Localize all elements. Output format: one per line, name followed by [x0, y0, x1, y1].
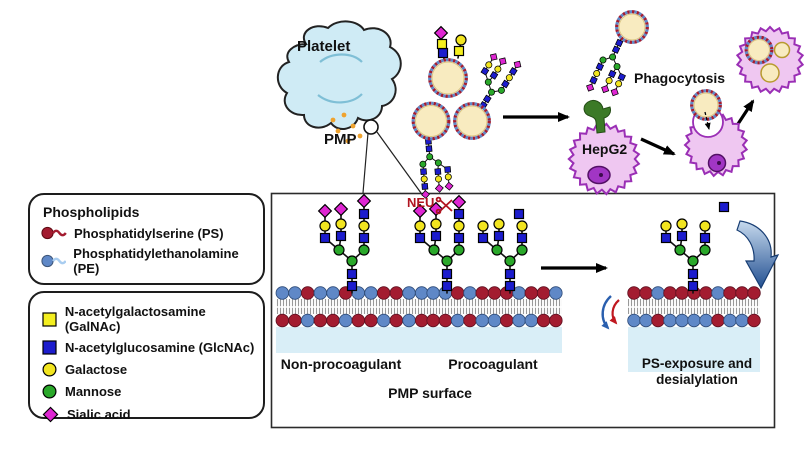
vesicle-glycans	[416, 25, 641, 200]
membrane-ps-exposed	[627, 286, 761, 328]
flip-flop-arrow-blue	[601, 295, 612, 330]
pmp-vesicle	[428, 58, 468, 98]
phospholipids-legend: Phospholipids Phosphatidylserine (PS) Ph…	[28, 193, 265, 285]
pmp-vesicle	[411, 101, 451, 141]
pmp-surface-label: PMP surface	[388, 385, 472, 401]
flip-flop-arrow-red	[609, 299, 620, 325]
degraded-vesicle	[760, 63, 780, 83]
mannose-circle-icon	[42, 384, 57, 399]
glcnac-square-icon	[42, 340, 57, 355]
neu-label: NEU	[407, 195, 435, 210]
magnifier-circle	[363, 119, 379, 135]
pmp-vesicle	[690, 89, 722, 121]
legend-item-mannose: Mannose	[30, 383, 263, 400]
phagocytosis-label: Phagocytosis	[634, 70, 726, 86]
ps-lipid-icon	[41, 226, 67, 240]
hepg2-to-engulf-arrow	[640, 137, 676, 156]
glycan-legend: N-acetylgalactosamine (GalNAc) N-acetylg…	[28, 291, 265, 423]
hepg2-label: HepG2	[582, 141, 628, 157]
pmp-vesicles	[411, 10, 791, 141]
cytoplasm-ps-exposed	[628, 327, 760, 372]
hepg2-cell	[567, 99, 641, 196]
legend-item-galnac: N-acetylgalactosamine (GalNAc)	[30, 304, 263, 334]
ps-exposure-label: PS-exposure and desialylation	[641, 356, 753, 387]
sialic-diamond-icon	[42, 406, 59, 423]
released-glcnac	[718, 201, 730, 213]
pmp-vesicle	[744, 35, 774, 65]
engulfment-arrow	[704, 111, 711, 130]
membrane-non-procoagulant	[275, 286, 429, 328]
scissors-icon	[435, 196, 453, 215]
released-glcnac	[513, 208, 525, 220]
phospholipids-legend-title: Phospholipids	[43, 204, 140, 220]
legend-item-galactose: Galactose	[30, 361, 263, 378]
cytoplasm-non-procoagulant	[276, 327, 428, 353]
membrane-flip-curved-arrow	[736, 220, 780, 290]
cleaved-sialic-acid	[451, 194, 467, 210]
procoagulant-label: Procoagulant	[448, 356, 538, 372]
engulf-to-phagosome-arrow	[734, 99, 755, 128]
cytoplasm-procoagulant	[427, 327, 562, 353]
galactose-circle-icon	[42, 362, 57, 377]
degraded-vesicle	[773, 41, 791, 59]
non-procoagulant-label: Non-procoagulant	[280, 356, 402, 372]
asgpr-receptor	[583, 99, 611, 134]
legend-item-glcnac: N-acetylglucosamine (GlcNAc)	[30, 339, 263, 356]
legend-item-pe: Phosphatidylethanolamine (PE)	[30, 246, 263, 276]
pmp-vesicle	[453, 102, 491, 140]
platelet-label: Platelet	[297, 38, 351, 55]
magnifier-lines	[362, 131, 422, 194]
galnac-square-icon	[42, 311, 57, 327]
pe-lipid-icon	[41, 254, 67, 268]
phagosome-cell	[735, 25, 805, 95]
legend-item-sialic: Sialic acid	[30, 405, 263, 424]
platelet-cell	[276, 20, 402, 130]
pmp-label: PMP	[324, 131, 357, 148]
pmp-particles	[330, 112, 363, 144]
legend-item-ps: Phosphatidylserine (PS)	[30, 225, 263, 241]
pmp-vesicle	[615, 10, 649, 44]
